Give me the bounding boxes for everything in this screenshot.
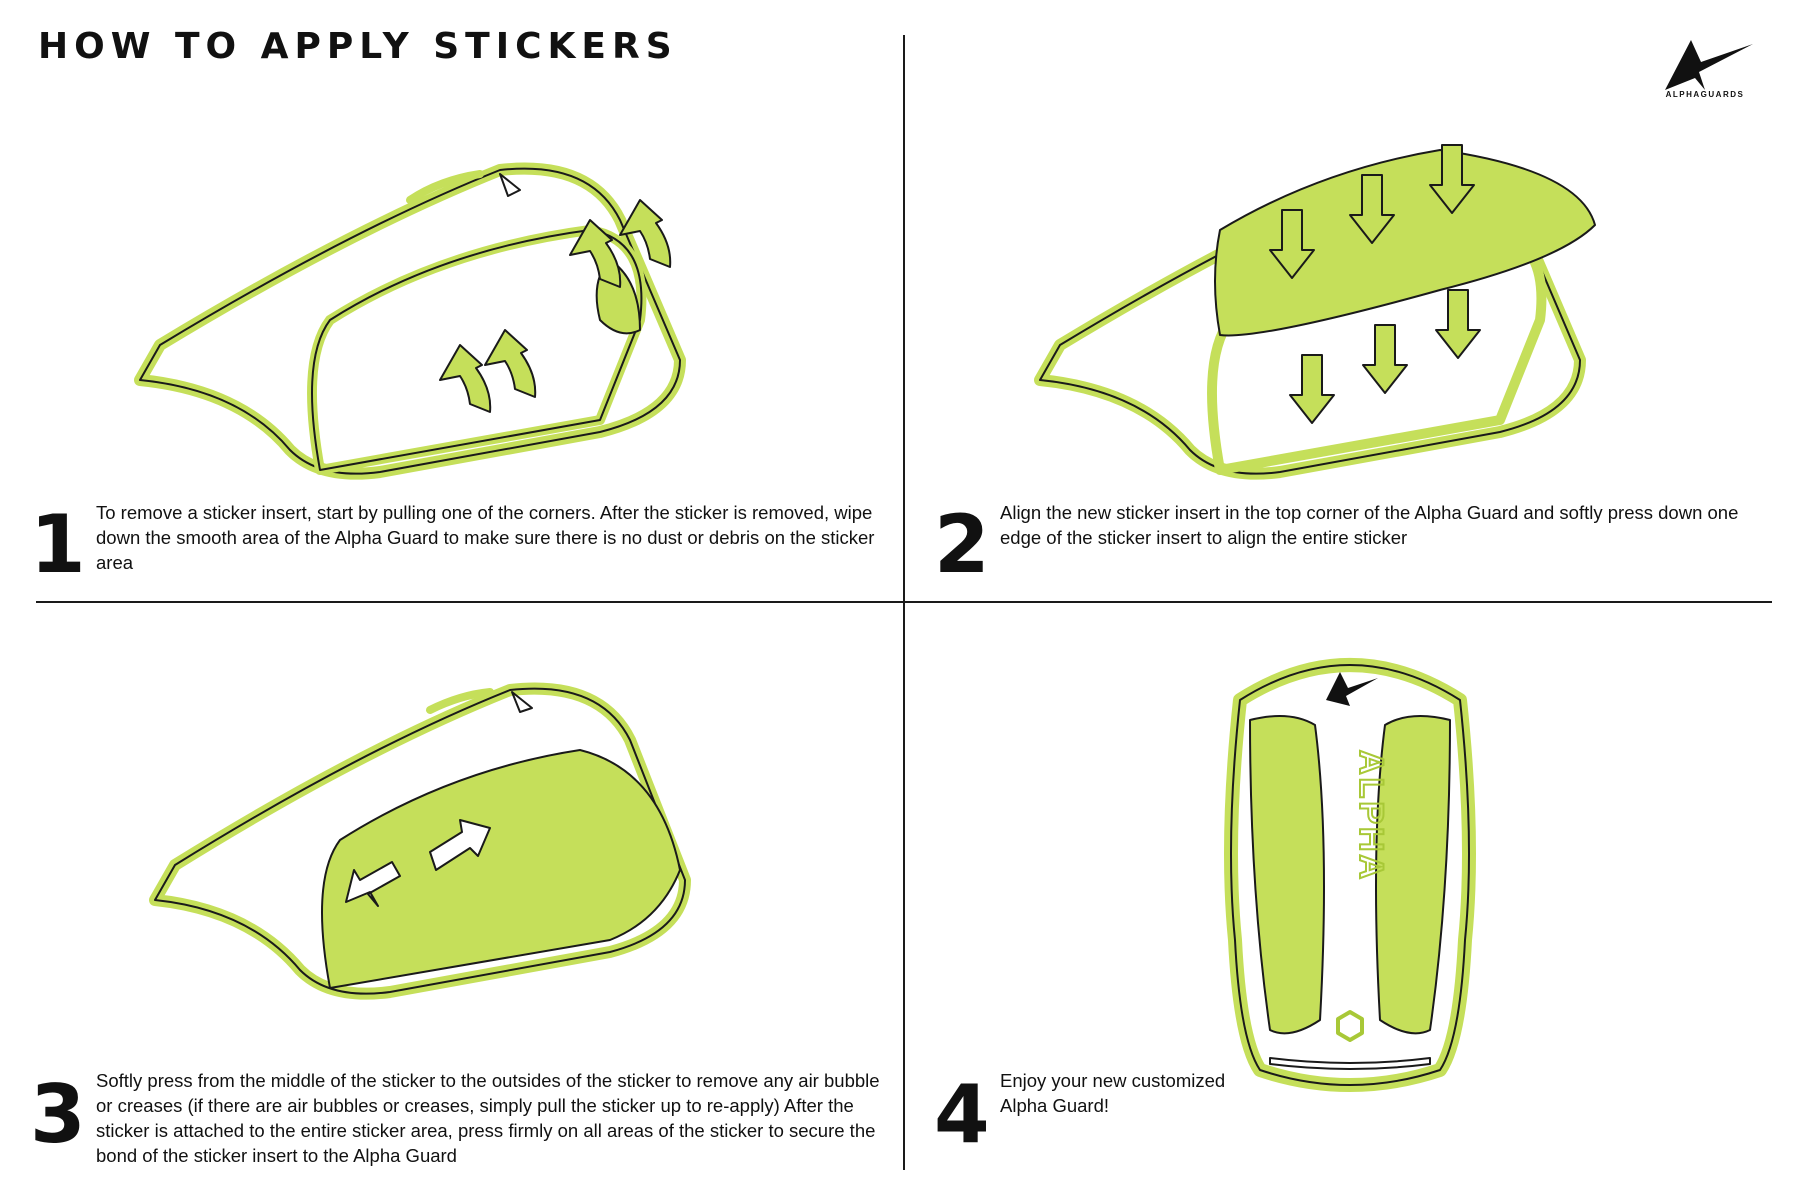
- step-2-illustration: [1034, 144, 1596, 480]
- page-title: HOW TO APPLY STICKERS: [38, 26, 678, 67]
- alphaguards-logo: [1665, 40, 1753, 90]
- step-4-number: 4: [934, 1068, 990, 1161]
- step-1-illustration: [134, 162, 686, 480]
- step-2-number: 2: [934, 498, 990, 591]
- step-2-text: Align the new sticker insert in the top …: [1000, 502, 1739, 548]
- step-1-number: 1: [30, 498, 86, 591]
- step-1-text: To remove a sticker insert, start by pul…: [96, 502, 875, 573]
- step-4-text: Enjoy your new customized Alpha Guard!: [1000, 1070, 1226, 1116]
- brand-name: ALPHAGUARDS: [1665, 90, 1745, 99]
- step-3-illustration: [149, 682, 691, 1000]
- guard-lettering: ALPHA: [1352, 750, 1390, 882]
- horizontal-divider: [36, 601, 1772, 603]
- step-3-number: 3: [30, 1068, 86, 1161]
- step-4-illustration: ALPHA: [1224, 658, 1476, 1092]
- step-3-text: Softly press from the middle of the stic…: [96, 1070, 880, 1166]
